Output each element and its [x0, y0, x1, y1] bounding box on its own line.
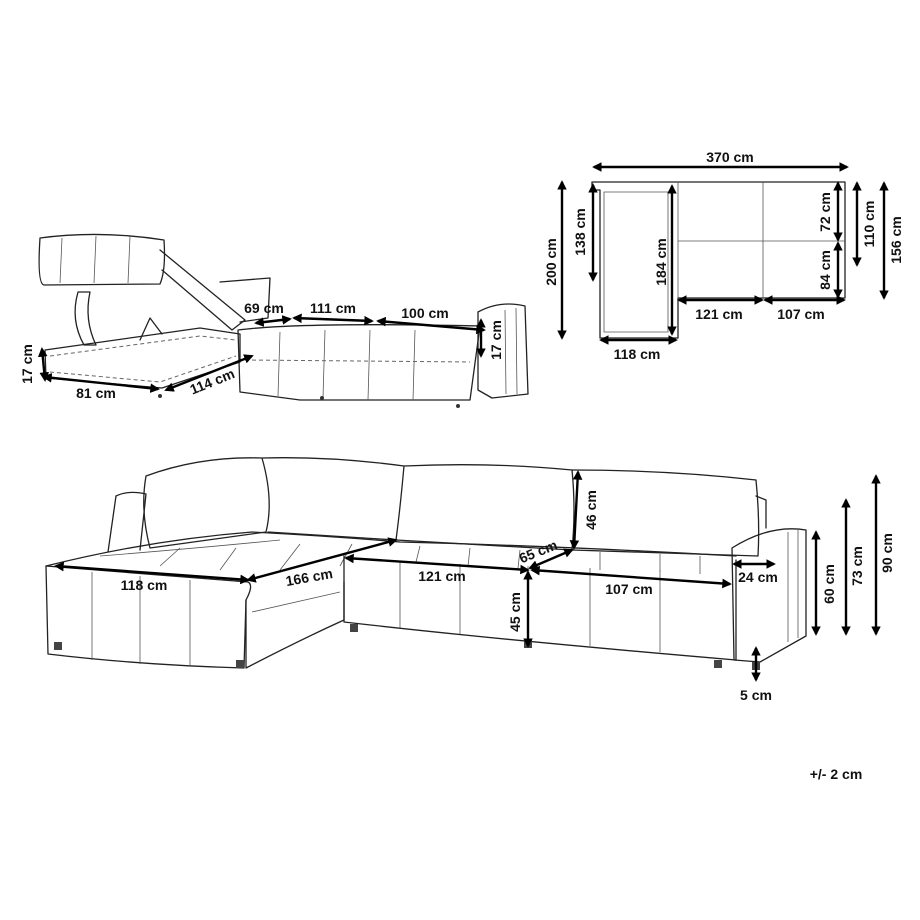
- label-184: 184 cm: [653, 238, 669, 285]
- dim-114-line: [164, 354, 254, 392]
- lift-mechanism: [139, 317, 163, 341]
- dim-81-line: [42, 373, 160, 393]
- label-81: 81 cm: [76, 385, 116, 401]
- storage-lid: [38, 233, 166, 286]
- label-front-46: 46 cm: [583, 490, 599, 530]
- label-118: 118 cm: [614, 346, 661, 362]
- label-front-24: 24 cm: [738, 569, 778, 585]
- dim-front-118-line: [54, 561, 250, 585]
- bed-back-corner: [219, 277, 271, 323]
- front-right-arm: [731, 528, 807, 663]
- leg-5: [714, 660, 722, 668]
- label-121: 121 cm: [695, 306, 742, 322]
- front-view: 118 cm 166 cm 121 cm 107 cm 65 cm 46 cm …: [45, 457, 895, 703]
- dim-front-107-line: [530, 565, 732, 589]
- label-17-left: 17 cm: [19, 344, 35, 384]
- label-72: 72 cm: [817, 192, 833, 232]
- label-front-118: 118 cm: [121, 577, 168, 593]
- leg-1: [54, 642, 62, 650]
- label-111: 111 cm: [310, 300, 356, 316]
- plan-view: 370 cm 200 cm 138 cm 184 cm 72 cm 84 cm …: [543, 149, 904, 362]
- label-front-60: 60 cm: [821, 564, 837, 604]
- back-cushion-3: [395, 464, 575, 551]
- dim-front-166-line: [246, 537, 398, 583]
- label-front-90: 90 cm: [879, 533, 895, 573]
- dim-69-line: [254, 315, 292, 327]
- leg-2: [236, 660, 244, 668]
- lid-support-arm: [159, 249, 246, 331]
- label-front-65: 65 cm: [517, 537, 560, 567]
- label-front-121: 121 cm: [418, 568, 465, 584]
- label-front-73: 73 cm: [849, 546, 865, 586]
- back-cushion-2: [261, 457, 405, 541]
- dim-front-65-line: [528, 548, 574, 570]
- label-138: 138 cm: [572, 208, 588, 255]
- back-cushion-4: [571, 469, 760, 557]
- bed-storage-view: 69 cm 111 cm 100 cm 17 cm 17 cm 81 cm 11…: [19, 233, 529, 408]
- label-front-45: 45 cm: [507, 592, 523, 632]
- leg-3: [350, 624, 358, 632]
- dim-100-line: [376, 316, 486, 335]
- bed-long-section: [237, 324, 481, 401]
- label-156: 156 cm: [888, 216, 904, 263]
- back-cushion-1: [143, 457, 270, 549]
- main-seat-front: [343, 555, 737, 661]
- dim-111-line: [292, 313, 374, 326]
- label-17-right: 17 cm: [488, 320, 504, 360]
- label-100: 100 cm: [401, 305, 448, 321]
- chaise-side: [245, 581, 345, 669]
- label-370: 370 cm: [706, 149, 753, 165]
- label-front-107: 107 cm: [605, 581, 652, 597]
- front-left-arm: [107, 491, 147, 553]
- label-200: 200 cm: [543, 238, 559, 285]
- bed-armrest: [477, 303, 529, 399]
- dim-front-121-line: [344, 553, 530, 575]
- label-front-5: 5 cm: [740, 687, 772, 703]
- label-110: 110 cm: [861, 201, 877, 248]
- dim-front-46-line: [569, 470, 583, 550]
- label-107: 107 cm: [777, 306, 824, 322]
- tolerance-note: +/- 2 cm: [810, 766, 863, 782]
- chaise-front: [45, 565, 252, 669]
- label-84: 84 cm: [817, 250, 833, 290]
- lid-strut: [74, 291, 97, 346]
- label-69: 69 cm: [244, 300, 284, 316]
